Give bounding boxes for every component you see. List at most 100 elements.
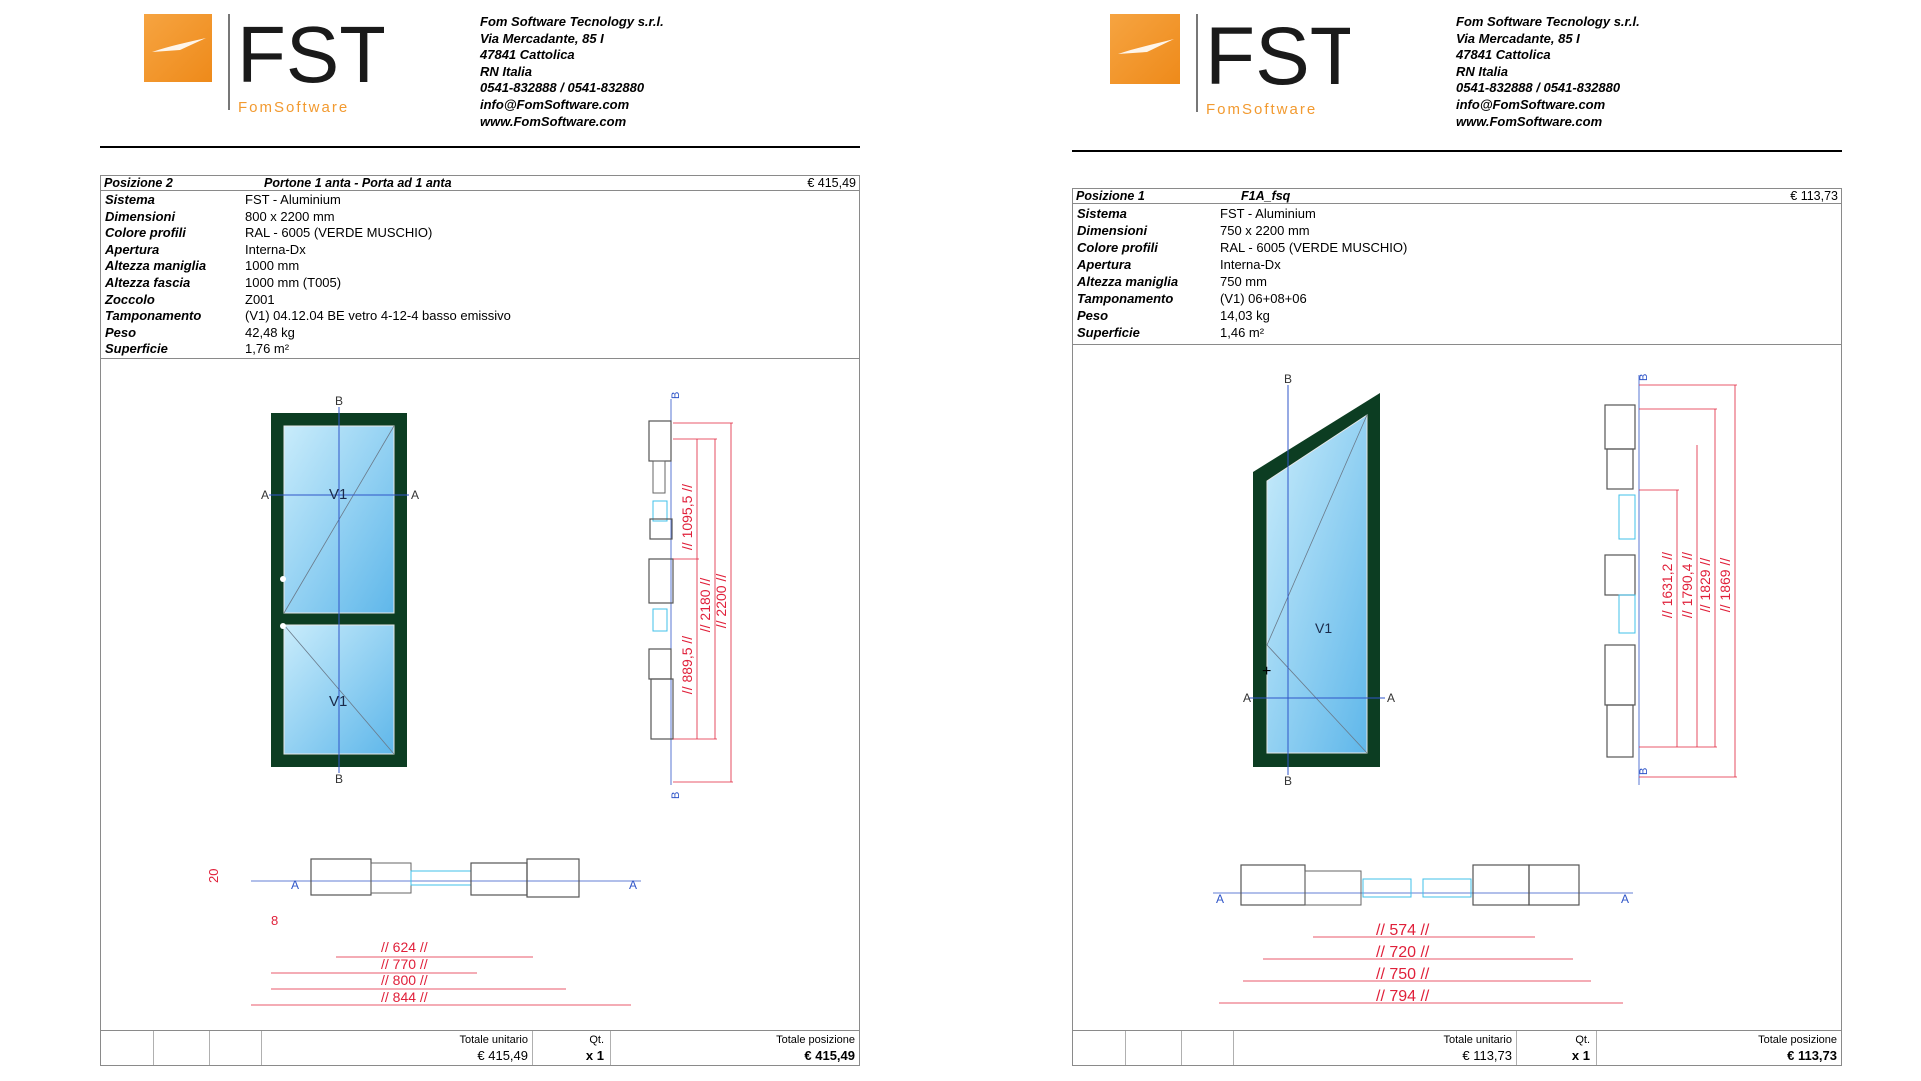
- dim-20: 20: [206, 869, 221, 883]
- dim-794: // 794 //: [1376, 988, 1430, 1005]
- unit-total-value: € 415,49: [477, 1048, 528, 1063]
- axis-b-bottom: B: [335, 772, 343, 786]
- unit-total-value: € 113,73: [1462, 1048, 1512, 1063]
- vertical-section: B B // 1095,5 // // 889,5 // // 2180 //: [648, 392, 733, 799]
- dim-844: // 844 //: [381, 989, 428, 1005]
- dim-1829: // 1829 //: [1697, 558, 1713, 613]
- company-info: Fom Software Tecnology s.r.l. Via Mercad…: [480, 14, 664, 130]
- company-name: Fom Software Tecnology s.r.l.: [1456, 14, 1640, 29]
- technical-drawing: B B A A V1 V1: [101, 358, 859, 1031]
- position-header: Posizione 2 Portone 1 anta - Porta ad 1 …: [101, 176, 859, 191]
- door-drawing: B B A A V1 V1: [206, 392, 733, 1006]
- handle-icon: +: [1262, 663, 1271, 680]
- dim-2180: // 2180 //: [697, 578, 713, 633]
- qty-label: Qt.: [1575, 1034, 1590, 1046]
- company-phone[interactable]: 0541-832888 / 0541-832880: [480, 80, 645, 96]
- company-city: 47841 Cattolica: [1456, 47, 1551, 63]
- company-website[interactable]: www.FomSoftware.com: [480, 113, 627, 129]
- spec-row: Tamponamento(V1) 06+08+06: [1077, 291, 1307, 306]
- company-address: Via Mercadante, 85 I: [480, 30, 604, 46]
- panel-label: V1: [329, 693, 347, 710]
- company-name: Fom Software Tecnology s.r.l.: [480, 14, 664, 29]
- logo-subtitle: FomSoftware: [1206, 101, 1317, 118]
- position-number: Posizione 2: [104, 176, 173, 190]
- qty-value: x 1: [1571, 1048, 1590, 1063]
- dim-624: // 624 //: [381, 939, 428, 955]
- position-description: F1A_fsq: [1241, 189, 1291, 203]
- position-card: Posizione 2 Portone 1 anta - Porta ad 1 …: [100, 175, 860, 1066]
- fst-logo: FST FomSoftware: [144, 12, 384, 116]
- axis-b-section: B: [670, 392, 682, 399]
- dim-8: 8: [271, 913, 278, 928]
- company-website[interactable]: www.FomSoftware.com: [1456, 113, 1603, 129]
- axis-b-section: B: [1638, 768, 1650, 775]
- dim-720: // 720 //: [1376, 944, 1430, 961]
- position-number: Posizione 1: [1076, 189, 1145, 203]
- dim-2200: // 2200 //: [713, 574, 729, 629]
- axis-a-left: A: [1243, 691, 1251, 705]
- company-email[interactable]: info@FomSoftware.com: [1456, 96, 1606, 112]
- company-city: 47841 Cattolica: [480, 47, 575, 63]
- logo-subtitle: FomSoftware: [238, 99, 349, 116]
- fst-logo: FST FomSoftware: [1110, 12, 1350, 118]
- position-price: € 415,49: [807, 176, 856, 190]
- technical-drawing: B B A A V1 + B B: [1073, 344, 1841, 1031]
- company-phone[interactable]: 0541-832888 / 0541-832880: [1456, 80, 1621, 96]
- spec-row: Tamponamento(V1) 04.12.04 BE vetro 4-12-…: [105, 308, 511, 324]
- horizontal-section: A A 20 8 // 624 // // 770 // // 800 // /…: [206, 858, 641, 1006]
- position-price: € 113,73: [1790, 189, 1838, 203]
- position-total-label: Totale posizione: [776, 1034, 855, 1046]
- axis-b-section: B: [670, 792, 682, 799]
- quote-page-left: FST FomSoftware Fom Software Tecnology s…: [100, 0, 860, 1081]
- dim-1790: // 1790,4 //: [1679, 552, 1695, 618]
- window-front-view: B B A A V1 +: [1243, 372, 1395, 788]
- axis-b-top: B: [335, 394, 343, 408]
- panel-label: V1: [1315, 620, 1332, 636]
- position-description: Portone 1 anta - Porta ad 1 anta: [264, 176, 452, 190]
- door-front-view: B B A A V1 V1: [261, 394, 419, 786]
- totals-row: Totale unitario € 415,49 Qt. x 1 Totale …: [101, 1030, 859, 1065]
- company-email[interactable]: info@FomSoftware.com: [480, 96, 630, 112]
- quote-page-right: FST FomSoftware Fom Software Tecnology s…: [1072, 0, 1842, 1081]
- totals-row: Totale unitario € 113,73 Qt. x 1 Totale …: [1073, 1030, 1841, 1065]
- dim-574: // 574 //: [1376, 922, 1430, 939]
- axis-a-section: A: [291, 878, 299, 892]
- axis-a-right: A: [1387, 691, 1395, 705]
- axis-b-top: B: [1284, 372, 1292, 386]
- header-rule: [100, 146, 860, 148]
- position-total-value: € 113,73: [1787, 1048, 1837, 1063]
- dim-889: // 889,5 //: [679, 636, 695, 694]
- logo-wordmark: FST: [1205, 12, 1350, 102]
- unit-total-label: Totale unitario: [459, 1034, 529, 1046]
- axis-a-section: A: [629, 878, 637, 892]
- axis-a-right: A: [411, 488, 419, 502]
- dim-750: // 750 //: [1376, 966, 1430, 983]
- company-country: RN Italia: [480, 63, 533, 79]
- qty-label: Qt.: [589, 1034, 604, 1046]
- logo-wordmark: FST: [237, 12, 384, 99]
- axis-a-section: A: [1621, 892, 1629, 906]
- vertical-section: B B // 1631,2 // // 1790,4 // // 1829 //…: [1604, 374, 1737, 785]
- header-rule: [1072, 150, 1842, 152]
- company-info: Fom Software Tecnology s.r.l. Via Mercad…: [1456, 14, 1640, 130]
- dim-1095: // 1095,5 //: [679, 484, 695, 550]
- position-total-value: € 415,49: [804, 1048, 855, 1063]
- axis-a-left: A: [261, 488, 269, 502]
- panel-label: V1: [329, 486, 347, 503]
- axis-b-section: B: [1638, 374, 1650, 381]
